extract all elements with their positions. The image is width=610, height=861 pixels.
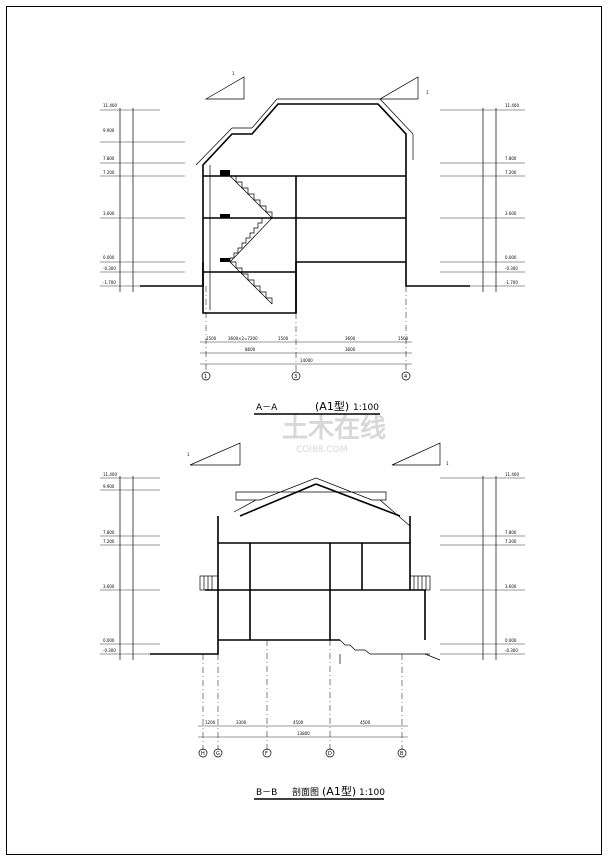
elev-label: 11.400 [103, 103, 117, 108]
aa-title-scale: 1:100 [353, 403, 379, 413]
elev-label: 7.800 [505, 530, 517, 535]
bb-roof [235, 477, 387, 501]
elev-label: 7.200 [505, 170, 517, 175]
elev-label: -1.700 [505, 280, 518, 285]
bb-dim-row1: 1200 3300 4500 4500 [205, 720, 371, 725]
elev-label: 11.400 [505, 472, 519, 477]
dim-label: 4500 [360, 720, 371, 725]
bb-balcony-left [199, 575, 219, 591]
bb-axis-bubbles: H G F D B [198, 748, 407, 758]
elev-label: 7.200 [505, 539, 517, 544]
watermark-sub: COI88.COM [296, 445, 347, 455]
aa-title-prefix: A－A [256, 403, 278, 413]
elev-label: 0.000 [505, 638, 517, 643]
dim-label: 1500 [278, 336, 289, 341]
elev-label: -0.300 [103, 648, 116, 653]
axis-label: F [265, 751, 268, 757]
elev-label: 7.200 [103, 170, 115, 175]
elev-label: 7.800 [103, 156, 115, 161]
section-mark-left-icon [189, 442, 241, 466]
elev-label: 3.600 [505, 211, 517, 216]
aa-stair [230, 175, 273, 218]
bb-building-outline [150, 542, 426, 655]
axis-label: 4 [404, 374, 407, 380]
aa-basement [202, 262, 297, 314]
bb-left-elevation-labels: 11.400 9.900 7.800 7.200 3.600 0.000 -0.… [103, 472, 117, 653]
bb-title-scale: 1:100 [359, 788, 385, 798]
aa-right-elevation-labels: 11.400 7.800 7.200 3.600 0.000 -0.300 -1… [505, 103, 519, 285]
section-bb: 1 1 11.400 9.900 7.800 7.200 3.600 0.000… [100, 442, 525, 800]
watermark-main: 土木在线 [282, 414, 386, 444]
dim-label: 1200 [205, 720, 216, 725]
bb-title-mid: 剖面图 [292, 786, 319, 798]
axis-label: D [328, 751, 332, 757]
dim-label: 3600 [345, 347, 356, 352]
bb-right-elevation-labels: 11.400 7.800 7.200 3.600 0.000 -0.300 [505, 472, 519, 653]
elev-label: 11.400 [505, 103, 519, 108]
aa-axis-bubbles: 1 3 4 [201, 371, 411, 381]
dim-label: 3600 [345, 336, 356, 341]
section-mark-left-label: 1 [187, 452, 190, 457]
section-mark-right-icon [378, 76, 419, 100]
aa-title-type: (A1型) [315, 399, 349, 413]
dim-label: 4500 [293, 720, 304, 725]
dim-label: 8600 [245, 347, 256, 352]
dim-label: 1500 [398, 336, 409, 341]
section-mark-left-label: 1 [232, 71, 235, 76]
elev-label: -0.300 [505, 266, 518, 271]
aa-left-elevation-labels: 11.400 9.900 7.800 7.200 3.600 0.000 -0.… [103, 103, 117, 285]
section-mark-right-label: 1 [446, 461, 449, 466]
drawing-frame [6, 6, 602, 855]
dim-label: 3600×2=7200 [228, 336, 258, 341]
axis-label: B [400, 751, 404, 757]
aa-dim-row2: 8600 3600 [245, 347, 356, 352]
elev-label: 3.600 [505, 584, 517, 589]
watermark: 土木在线 COI88.COM [282, 414, 386, 455]
elev-label: 9.900 [103, 128, 115, 133]
elev-label: 3.600 [103, 584, 115, 589]
bb-title: B－B 剖面图 (A1型) 1:100 [254, 784, 385, 800]
elev-label: 3.600 [103, 211, 115, 216]
bb-dim-total: 13800 [297, 731, 310, 736]
aa-dim-total: 14000 [300, 358, 313, 363]
axis-label: H [201, 751, 205, 757]
bb-title-prefix: B－B [256, 788, 277, 798]
elev-label: 0.000 [103, 255, 115, 260]
axis-label: 3 [294, 374, 297, 380]
elev-label: 11.400 [103, 472, 117, 477]
elev-label: 7.800 [505, 156, 517, 161]
elev-label: -0.300 [505, 648, 518, 653]
aa-dim-row1: 1500 3600×2=7200 1500 3600 1500 [206, 336, 409, 341]
section-mark-right-label: 1 [426, 90, 429, 95]
elev-label: -1.700 [103, 280, 116, 285]
section-aa: 1 1 11.400 9.900 7.800 7.200 3.600 0.000… [100, 71, 525, 415]
elev-label: 7.200 [103, 539, 115, 544]
elev-label: 0.000 [505, 255, 517, 260]
elev-label: 0.000 [103, 638, 115, 643]
bb-balcony-right [409, 575, 431, 591]
elev-label: -0.300 [103, 266, 116, 271]
aa-title: A－A (A1型) 1:100 [254, 399, 380, 415]
elev-label: 9.900 [103, 484, 115, 489]
axis-label: G [216, 751, 220, 757]
bb-title-type: (A1型) [322, 784, 356, 798]
section-mark-right-icon [391, 442, 441, 466]
dim-label: 1500 [206, 336, 217, 341]
aa-building-outline [140, 103, 470, 287]
dim-label: 3300 [236, 720, 247, 725]
axis-label: 1 [204, 374, 207, 380]
section-mark-left-icon [204, 76, 245, 100]
elev-label: 7.800 [103, 530, 115, 535]
